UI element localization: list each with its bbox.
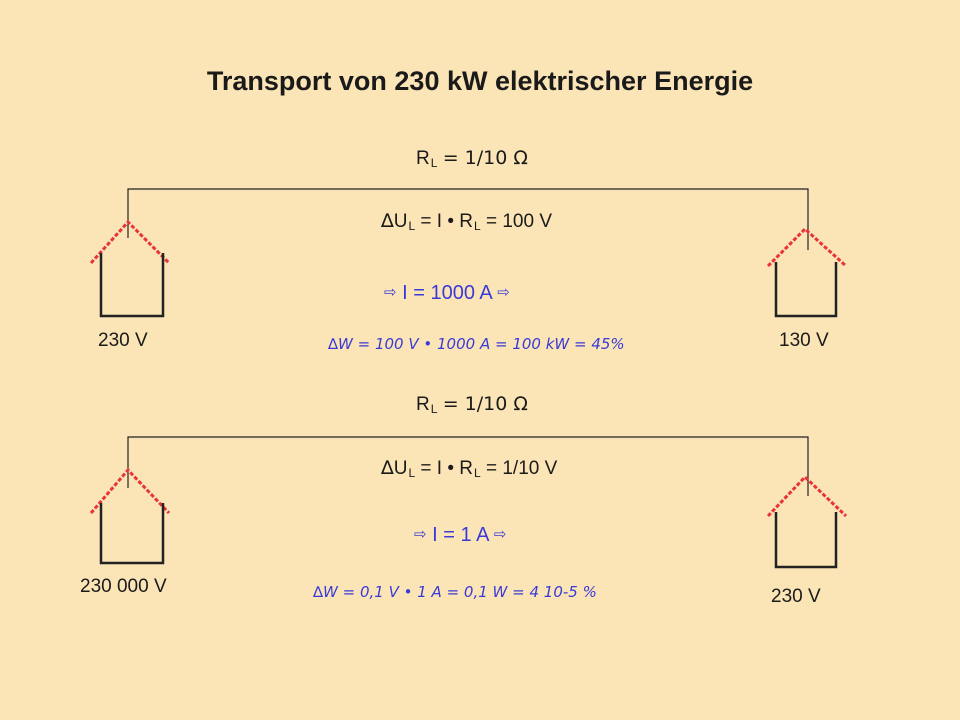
voltage-drop-formula: ∆UL = I • RL = 1/10 V [381,457,558,480]
power-loss-formula: ∆W = 0,1 V • 1 A = 0,1 W = 4 10-5 % [313,583,597,601]
line-resistance-label: RL = 1/10 Ω [416,147,528,170]
load-voltage-label: 130 V [779,330,829,351]
current-indicator: ⇨ I = 1000 A ⇨ [384,282,510,304]
arrow-right-icon: ⇨ [414,525,427,543]
transmission-line-bottom [127,436,809,496]
line-resistance-label: RL = 1/10 Ω [416,393,528,416]
current-indicator: ⇨ I = 1 A ⇨ [414,524,507,546]
source-house-icon-bottom [89,467,171,565]
source-voltage-label: 230 000 V [80,576,167,597]
transmission-line-top [127,188,809,250]
arrow-right-icon: ⇨ [497,283,510,301]
voltage-drop-formula: ∆UL = I • RL = 100 V [381,210,553,233]
load-house-icon-top [766,226,848,318]
source-voltage-label: 230 V [98,330,148,351]
arrow-right-icon: ⇨ [384,283,397,301]
load-voltage-label: 230 V [771,586,821,607]
page-title: Transport von 230 kW elektrischer Energi… [206,66,754,96]
power-loss-formula: ∆W = 100 V • 1000 A = 100 kW = 45% [328,335,625,353]
load-house-icon-bottom [766,474,848,569]
source-house-icon-top [89,219,171,318]
arrow-right-icon: ⇨ [493,525,507,543]
